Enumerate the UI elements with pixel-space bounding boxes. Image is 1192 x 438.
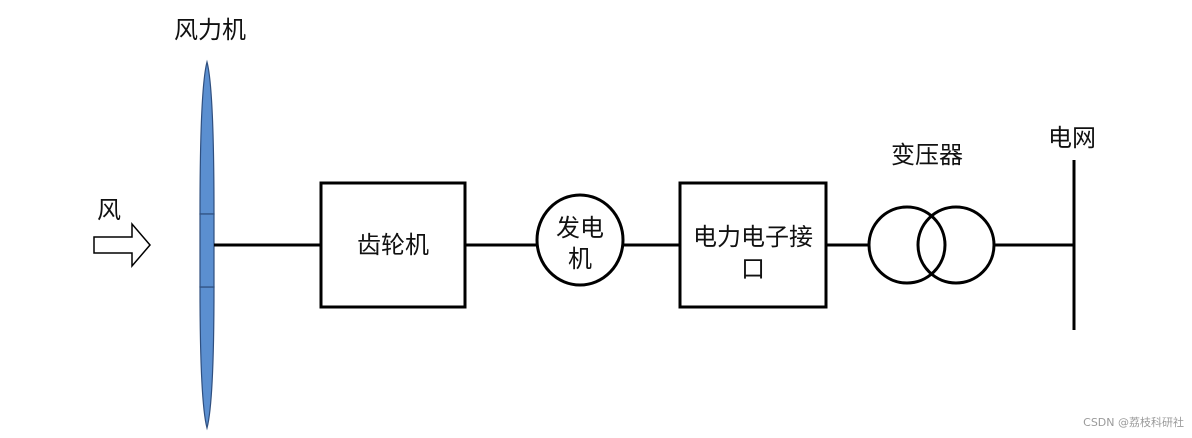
wind-turbine-label: 风力机 (174, 16, 246, 44)
transformer-primary-coil (867, 205, 947, 285)
turbine-upper-blade (199, 59, 215, 215)
wind-label: 风 (97, 196, 121, 224)
transformer-secondary-coil (916, 205, 996, 285)
gearbox-label: 齿轮机 (357, 231, 429, 259)
power-electronics-label-line1: 电力电子接 (693, 223, 813, 251)
watermark-text: CSDN @荔枝科研社 (1083, 415, 1184, 429)
turbine-lower-blade (199, 286, 215, 431)
turbine-hub (199, 213, 215, 288)
generator-label-line2: 机 (568, 245, 592, 273)
grid-label: 电网 (1048, 124, 1096, 152)
generator-label-line1: 发电 (556, 214, 604, 242)
wind-arrow-icon (93, 221, 151, 269)
power-electronics-label-line2: 口 (741, 255, 765, 283)
generator-circle (535, 193, 625, 287)
transformer-label: 变压器 (891, 141, 963, 169)
